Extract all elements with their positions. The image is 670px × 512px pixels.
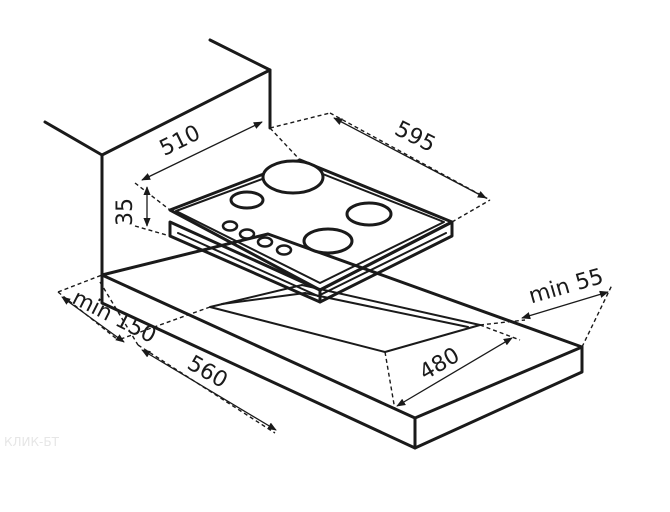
knob-4 [275, 244, 293, 256]
dim-line-510 [141, 121, 263, 181]
wall-cabinet [43, 38, 272, 277]
dimension-labels: 510 595 35 min 150 560 480 min 55 [68, 117, 606, 394]
label-cutout-480: 480 [415, 343, 464, 386]
dim-line-480 [396, 337, 513, 407]
dim-line-560 [141, 349, 277, 431]
burner-small-left [229, 190, 265, 210]
burners [229, 159, 393, 255]
knob-2 [238, 228, 256, 240]
label-min-55: min 55 [526, 264, 606, 309]
watermark: КЛИК-БТ [4, 435, 60, 449]
dim-line-595 [333, 117, 487, 199]
label-depth-510: 510 [156, 121, 205, 162]
control-knobs [221, 220, 293, 256]
burner-medium-front [302, 227, 354, 255]
dim-line-min150 [61, 296, 125, 343]
dim-line-min55 [521, 290, 609, 320]
knob-1 [221, 220, 239, 232]
extension-lines [57, 112, 613, 434]
burner-medium-right [345, 201, 393, 227]
knob-3 [256, 236, 274, 248]
burner-large [261, 159, 325, 195]
dimension-lines [61, 117, 609, 431]
label-cutout-560: 560 [183, 351, 232, 394]
label-height-35: 35 [113, 198, 138, 226]
